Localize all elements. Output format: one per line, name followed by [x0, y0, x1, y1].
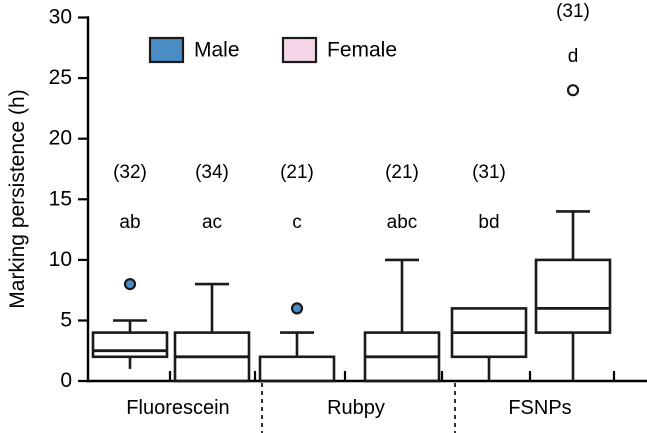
sig-label-5: bd: [478, 212, 499, 233]
n-label-2: (34): [195, 162, 229, 183]
box-fsnps-female[interactable]: (31) d: [534, 1, 612, 381]
box-fluorescein-male[interactable]: (32) ab: [91, 162, 169, 369]
box-fluorescein-female[interactable]: (34) ac: [173, 162, 251, 383]
legend-label-female: Female: [327, 39, 397, 62]
y-tick-label-10: 10: [49, 248, 72, 271]
outlier-point-1: [123, 278, 137, 291]
n-label-6: (31): [556, 1, 590, 22]
box-body-6: [534, 258, 612, 334]
x-label-rubpy: Rubpy: [327, 397, 385, 419]
sig-label-4: abc: [387, 212, 418, 233]
sig-label-2: ac: [202, 212, 222, 233]
n-label-4: (21): [385, 162, 419, 183]
outlier-point-6: [566, 84, 580, 97]
box-rubpy-male[interactable]: (21) c: [258, 162, 336, 383]
box-body-1: [91, 331, 169, 359]
x-label-fluorescein: Fluorescein: [126, 397, 229, 419]
sig-label-1: ab: [119, 212, 140, 233]
legend-swatch-male: [148, 36, 185, 64]
y-tick-label-20: 20: [49, 127, 72, 150]
box-fsnps-male[interactable]: (31) bd: [450, 162, 528, 381]
y-tick-label-15: 15: [49, 187, 72, 210]
x-label-fsnps: FSNPs: [508, 397, 571, 419]
outlier-point-3: [290, 302, 304, 315]
sig-label-6: d: [568, 46, 579, 67]
sig-label-3: c: [292, 212, 302, 233]
legend-swatch-female: [281, 36, 318, 64]
n-label-1: (32): [113, 162, 147, 183]
n-label-3: (21): [280, 162, 314, 183]
y-tick-label-5: 5: [60, 309, 72, 332]
y-tick-label-25: 25: [49, 66, 72, 89]
box-rubpy-female[interactable]: (21) abc: [363, 162, 441, 383]
box-body-3: [258, 355, 336, 383]
n-label-5: (31): [472, 162, 506, 183]
y-tick-label-30: 30: [49, 6, 72, 29]
legend: Male Female: [148, 36, 397, 64]
y-tick-label-0: 0: [60, 369, 72, 392]
y-axis: 30 25 20 15 10 5 0 Marking persistence (…: [6, 6, 90, 392]
y-axis-title: Marking persistence (h): [6, 89, 29, 308]
legend-label-male: Male: [194, 39, 240, 62]
